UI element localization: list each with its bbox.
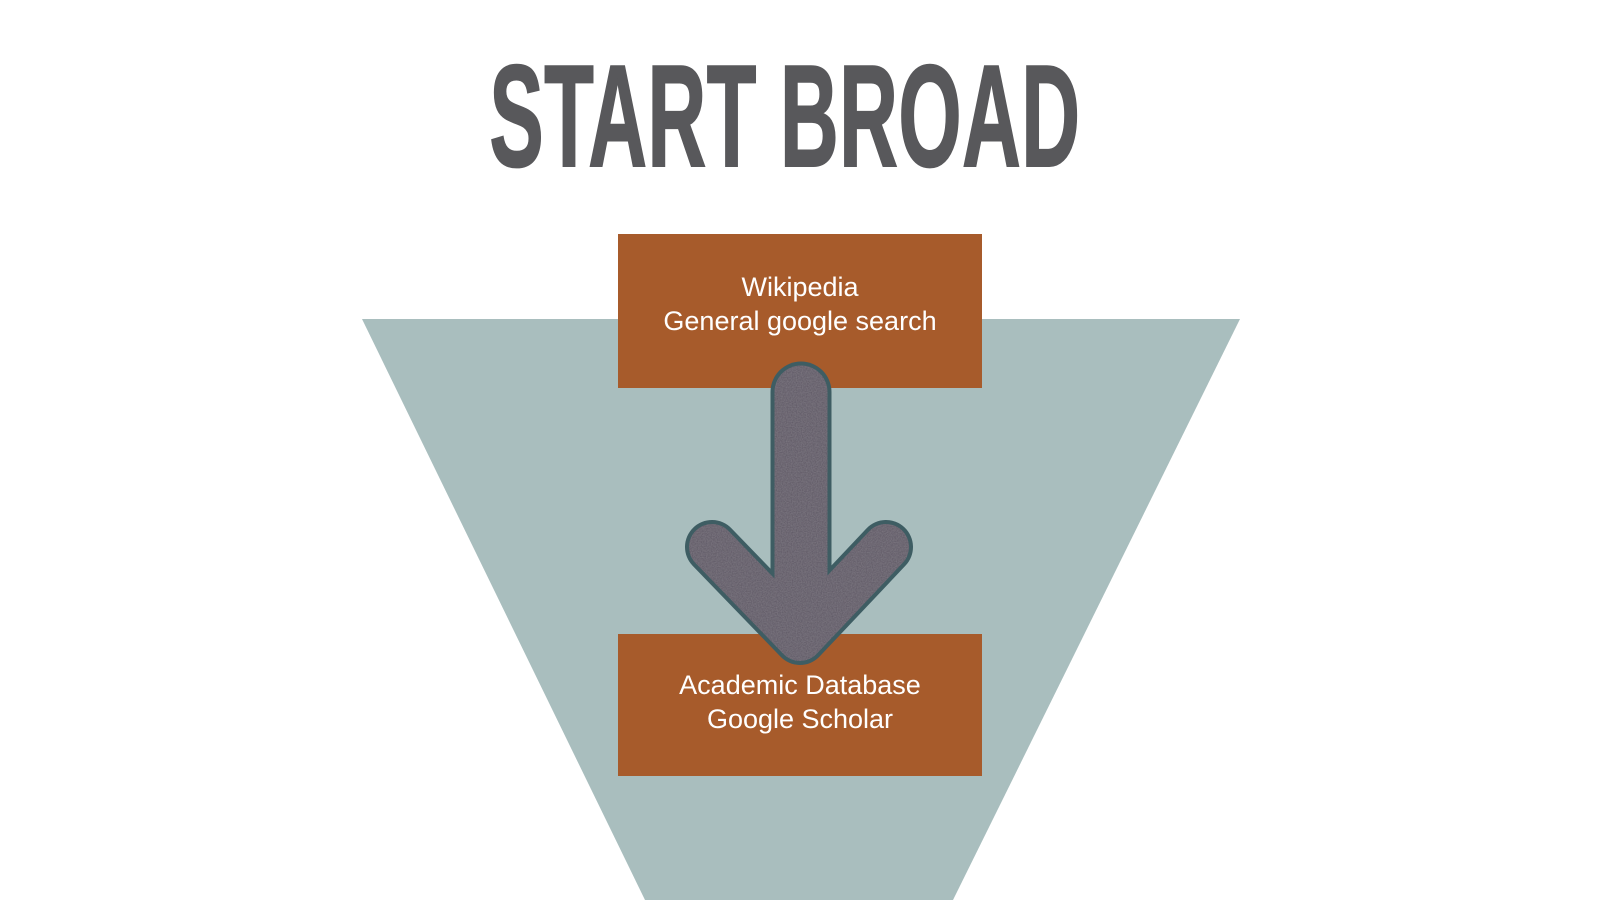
funnel-stage-broad-box: Wikipedia General google search: [618, 234, 982, 388]
funnel-stage-narrow-box: Academic Database Google Scholar: [618, 634, 982, 776]
page-title: START BROAD: [489, 35, 1081, 197]
funnel-triangle-shape: [362, 319, 1240, 900]
stage-narrow-line-2: Google Scholar: [706, 704, 894, 734]
stage-broad-line-1: Wikipedia: [741, 272, 859, 302]
stage-narrow-line-1: Academic Database: [679, 670, 921, 700]
stage-broad-line-2: General google search: [663, 306, 937, 336]
